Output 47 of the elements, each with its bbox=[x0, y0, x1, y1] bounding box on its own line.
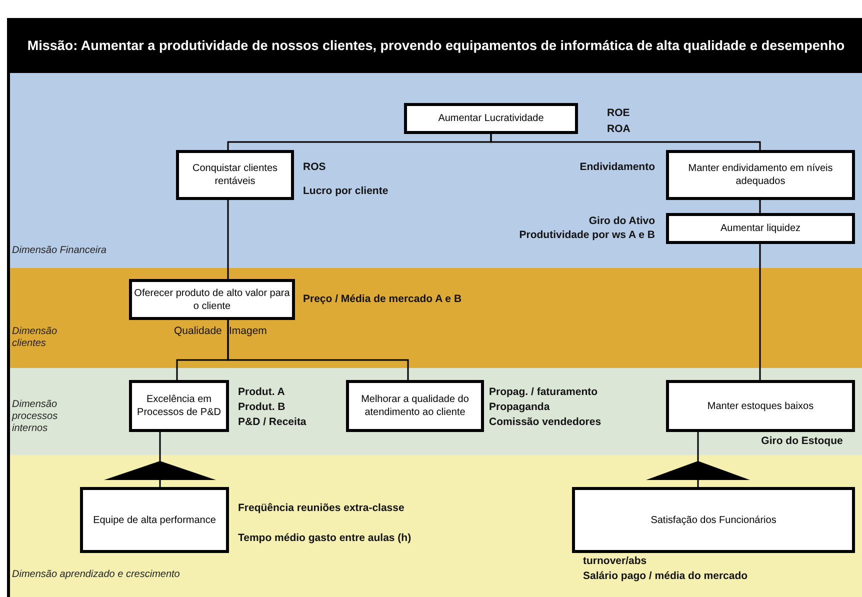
metric-label: ROE bbox=[607, 106, 630, 121]
metric-label: Lucro por cliente bbox=[303, 184, 388, 199]
connector-line bbox=[490, 134, 761, 150]
objective-box: Satisfação dos Funcionários bbox=[572, 487, 855, 553]
dimension-band bbox=[10, 73, 862, 268]
metric-label: ROS bbox=[303, 160, 326, 175]
objective-box: Excelência em Processos de P&D bbox=[129, 380, 229, 432]
metric-label: Endividamento bbox=[578, 160, 655, 175]
metric-label: Produt. B bbox=[238, 400, 286, 415]
dimension-band bbox=[10, 268, 862, 368]
objective-box: Equipe de alta performance bbox=[80, 487, 229, 553]
objective-box: Manter endividamento em níveis adequados bbox=[666, 150, 855, 200]
metric-label: Giro do Ativo bbox=[588, 214, 655, 229]
metric-label: Produtividade por ws A e B bbox=[518, 228, 655, 243]
metric-label: Produt. A bbox=[238, 385, 285, 400]
metric-label: Giro do Estoque bbox=[760, 434, 844, 449]
metric-label: Imagem bbox=[229, 324, 267, 339]
metric-label: P&D / Receita bbox=[238, 415, 306, 430]
dimension-label: Dimensão Financeira bbox=[12, 245, 108, 257]
metric-label: Freqüência reuniões extra-classe bbox=[238, 501, 404, 516]
metric-label: Preço / Média de mercado A e B bbox=[303, 292, 462, 307]
metric-label: Comissão vendedores bbox=[489, 415, 602, 430]
connector-line bbox=[227, 200, 229, 279]
dimension-band bbox=[10, 455, 862, 597]
title: Missão: Aumentar a produtividade de nossos clientes, provendo equipamentos de informática de alta qualidade e desempenho bbox=[26, 37, 846, 54]
metric-label: Qualidade bbox=[174, 324, 222, 339]
objective-box: Oferecer produto de alto valor para o cliente bbox=[129, 279, 295, 320]
metric-label: Propag. / faturamento bbox=[489, 385, 598, 400]
dimension-label: Dimensão processos internos bbox=[12, 399, 59, 435]
objective-box: Aumentar liquidez bbox=[666, 213, 855, 244]
support-wedge-arrow bbox=[646, 432, 750, 487]
connector-line bbox=[759, 244, 761, 380]
dimension-label: Dimensão aprendizado e crescimento bbox=[12, 569, 181, 581]
dimension-label: Dimensão clientes bbox=[12, 326, 58, 350]
dimension-band bbox=[10, 368, 862, 455]
objective-box: Aumentar Lucratividade bbox=[404, 103, 578, 134]
objective-box: Melhorar a qualidade do atendimento ao cliente bbox=[346, 380, 484, 432]
support-wedge-arrow bbox=[104, 432, 216, 487]
connector-line bbox=[227, 320, 409, 380]
connector-line bbox=[759, 200, 761, 213]
metric-label: Salário pago / média do mercado bbox=[583, 569, 748, 584]
metric-label: ROA bbox=[607, 122, 630, 137]
metric-label: Tempo médio gasto entre aulas (h) bbox=[238, 531, 412, 546]
metric-label: Propaganda bbox=[489, 400, 550, 415]
objective-box: Conquistar clientes rentáveis bbox=[176, 150, 294, 200]
objective-box: Manter estoques baixos bbox=[666, 380, 855, 432]
metric-label: turnover/abs bbox=[583, 554, 647, 569]
